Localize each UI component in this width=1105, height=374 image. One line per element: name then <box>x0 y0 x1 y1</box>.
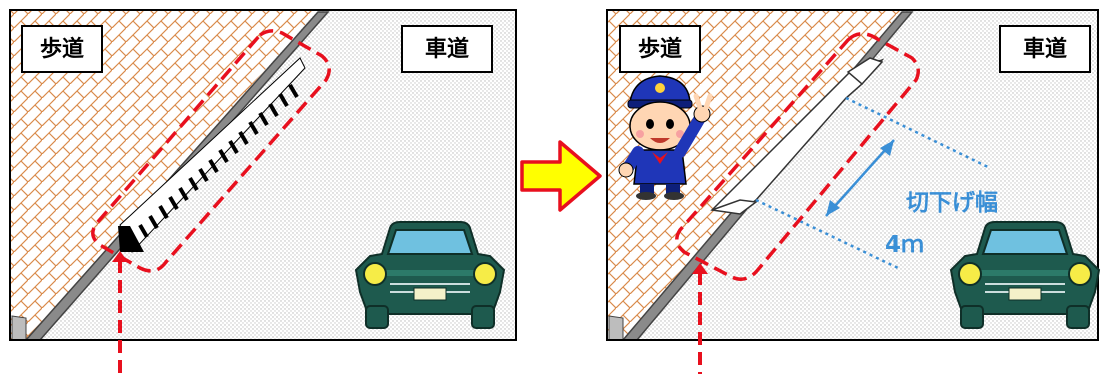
before-panel: 歩道 車道 <box>9 9 517 374</box>
highlight-outline <box>675 32 920 281</box>
crosswalk-stripes <box>118 57 306 253</box>
sidewalk-area <box>10 10 318 340</box>
sidewalk-label: 歩道 <box>638 36 682 62</box>
cut-width-dimension <box>755 96 991 270</box>
roadway-label: 車道 <box>425 36 469 62</box>
sidewalk-label: 歩道 <box>40 36 84 62</box>
transition-arrow-icon <box>520 140 602 212</box>
highlight-outline <box>91 29 331 273</box>
after-panel: 切下げ幅 4ｍ 歩道 車道 <box>606 9 1100 374</box>
police-mascot-icon <box>618 75 713 200</box>
roadway-label: 車道 <box>1023 36 1067 62</box>
cut-width-value: 4ｍ <box>885 232 924 258</box>
cut-width-label: 切下げ幅 <box>906 190 998 216</box>
